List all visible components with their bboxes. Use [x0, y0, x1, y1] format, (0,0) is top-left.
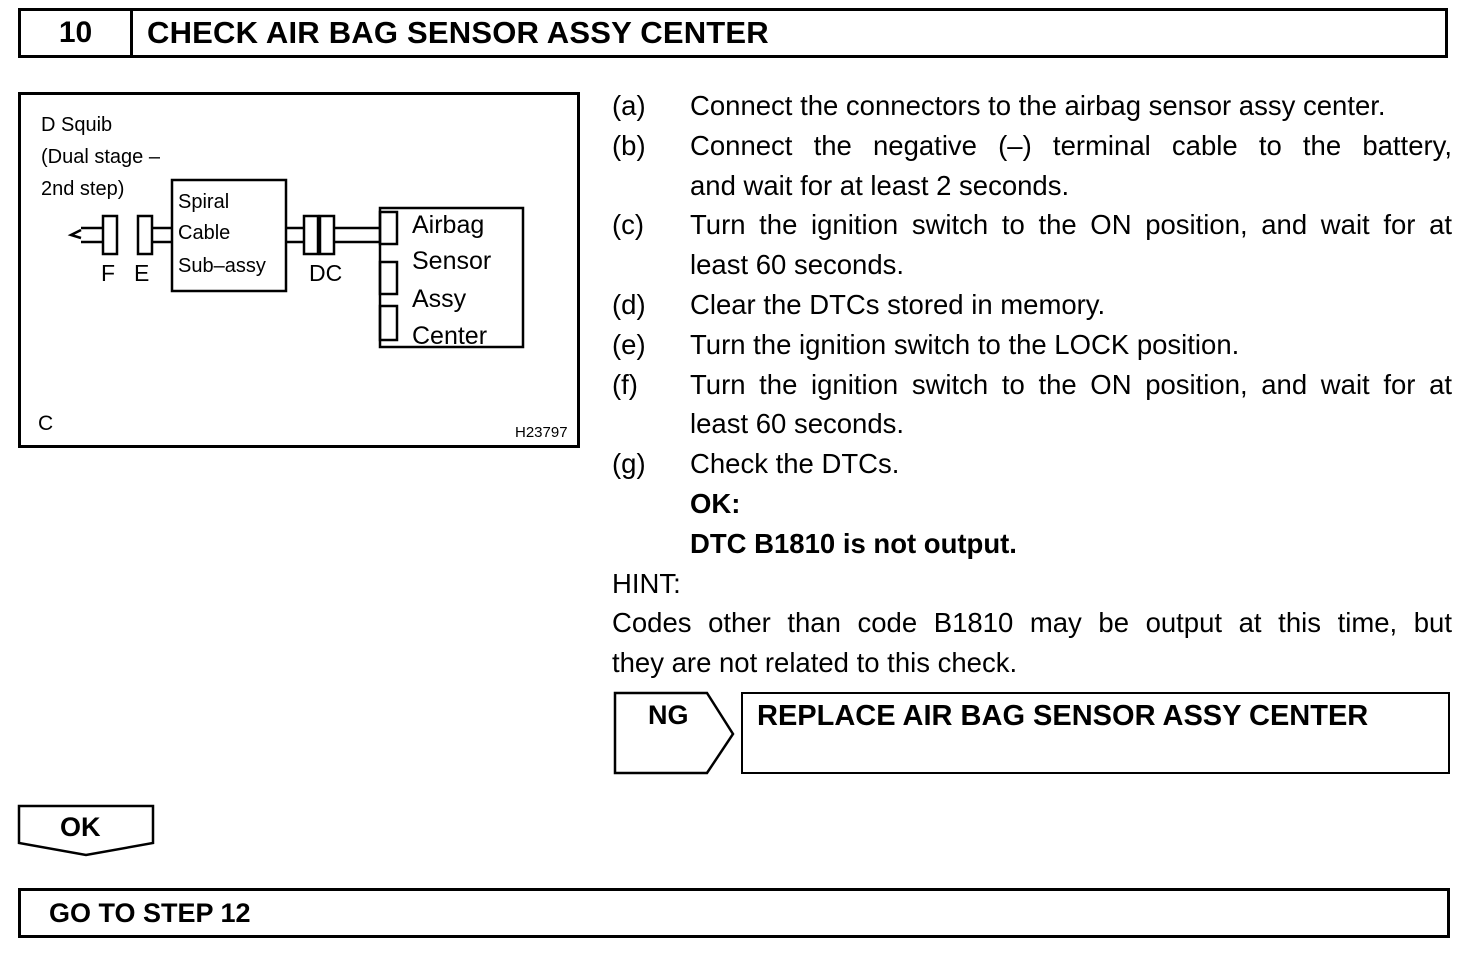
step-text: Connect the negative (–) terminal cable …: [690, 126, 1452, 206]
hint-line-1: Codes other than code B1810 may be outpu…: [612, 607, 1452, 639]
step-text: Clear the DTCs stored in memory.: [690, 285, 1452, 325]
procedure-steps: (a) Connect the connectors to the airbag…: [612, 86, 1452, 683]
goto-step-box: GO TO STEP 12: [18, 888, 1450, 938]
step-f: (f) Turn the ignition switch to the ON p…: [612, 365, 1452, 445]
ng-arrow-shape: [613, 691, 735, 775]
step-e: (e) Turn the ignition switch to the LOCK…: [612, 325, 1452, 365]
squib-label-1: D Squib: [41, 114, 113, 136]
ok-label: OK: [60, 812, 101, 842]
sensor-label-1: Airbag: [412, 211, 485, 239]
corner-label: C: [38, 412, 54, 435]
step-line: least 60 seconds.: [690, 408, 905, 440]
step-title: CHECK AIR BAG SENSOR ASSY CENTER: [147, 15, 769, 50]
connector-dc-right: [318, 214, 336, 256]
figure-id: H23797: [515, 424, 568, 441]
connector-f-label: F: [101, 260, 116, 286]
step-line: and wait for at least 2 seconds.: [690, 169, 1070, 201]
step-text: Turn the ignition switch to the ON posit…: [690, 205, 1452, 285]
ng-label: NG: [648, 700, 689, 730]
connector-e-label: E: [134, 260, 150, 286]
ng-action-text: REPLACE AIR BAG SENSOR ASSY CENTER: [757, 700, 1369, 732]
spiral-label-3: Sub–assy: [178, 255, 266, 277]
step-header: 10 CHECK AIR BAG SENSOR ASSY CENTER: [18, 8, 1448, 58]
goto-step-text: GO TO STEP 12: [49, 897, 251, 928]
connector-dc-label: DC: [309, 260, 343, 286]
step-line: Turn the ignition switch to the ON posit…: [690, 209, 1452, 241]
step-letter: (a): [612, 90, 646, 121]
spiral-label-2: Cable: [178, 222, 231, 244]
squib-label-2: (Dual stage –: [41, 146, 160, 168]
ok-condition-label: OK:: [690, 487, 741, 519]
step-number: 10: [21, 11, 133, 55]
ok-condition-text: DTC B1810 is not output.: [690, 527, 1017, 559]
squib-label-3: 2nd step): [41, 178, 125, 200]
step-line: Clear the DTCs stored in memory.: [690, 288, 1106, 320]
step-text: Turn the ignition switch to the LOCK pos…: [690, 325, 1452, 365]
sensor-label-4: Center: [412, 322, 488, 350]
step-g: (g) Check the DTCs. OK: DTC B1810 is not…: [612, 444, 1452, 563]
step-letter: (d): [612, 288, 646, 320]
spiral-cable-box: [170, 178, 288, 293]
spiral-label-1: Spiral: [178, 191, 230, 213]
ok-arrow-shape: [17, 804, 155, 857]
step-a: (a) Connect the connectors to the airbag…: [612, 86, 1452, 126]
step-b: (b) Connect the negative (–) terminal ca…: [612, 126, 1452, 206]
step-text: Connect the connectors to the airbag sen…: [690, 86, 1452, 126]
step-d: (d) Clear the DTCs stored in memory.: [612, 285, 1452, 325]
step-c: (c) Turn the ignition switch to the ON p…: [612, 205, 1452, 285]
step-letter: (f): [612, 368, 638, 400]
step-letter: (e): [612, 328, 646, 360]
step-line: Turn the ignition switch to the ON posit…: [690, 368, 1452, 400]
sensor-label-3: Assy: [412, 285, 467, 313]
squib-arrow: [67, 228, 82, 240]
step-line: least 60 seconds.: [690, 249, 905, 281]
hint-label: HINT:: [612, 567, 681, 599]
step-line: Connect the connectors to the airbag sen…: [690, 90, 1386, 121]
step-line: Connect the negative (–) terminal cable …: [690, 129, 1452, 161]
step-text: Check the DTCs. OK: DTC B1810 is not out…: [690, 444, 1452, 563]
step-letter: (b): [612, 129, 646, 161]
step-letter: (c): [612, 209, 645, 241]
sensor-label-2: Sensor: [412, 247, 492, 275]
hint-line-2: they are not related to this check.: [612, 647, 1018, 679]
wiring-diagram: D Squib (Dual stage – 2nd step) Spiral C…: [18, 92, 580, 448]
connector-f-shape: [101, 214, 119, 256]
step-text: Turn the ignition switch to the ON posit…: [690, 365, 1452, 445]
wiring-diagram-graphic: [67, 178, 525, 349]
step-letter: (g): [612, 448, 646, 480]
step-line: Check the DTCs.: [690, 448, 900, 480]
ng-action-box: REPLACE AIR BAG SENSOR ASSY CENTER: [741, 692, 1450, 774]
connector-dc-left: [302, 214, 320, 256]
connector-e-shape: [136, 214, 154, 256]
step-line: Turn the ignition switch to the LOCK pos…: [690, 328, 1240, 360]
